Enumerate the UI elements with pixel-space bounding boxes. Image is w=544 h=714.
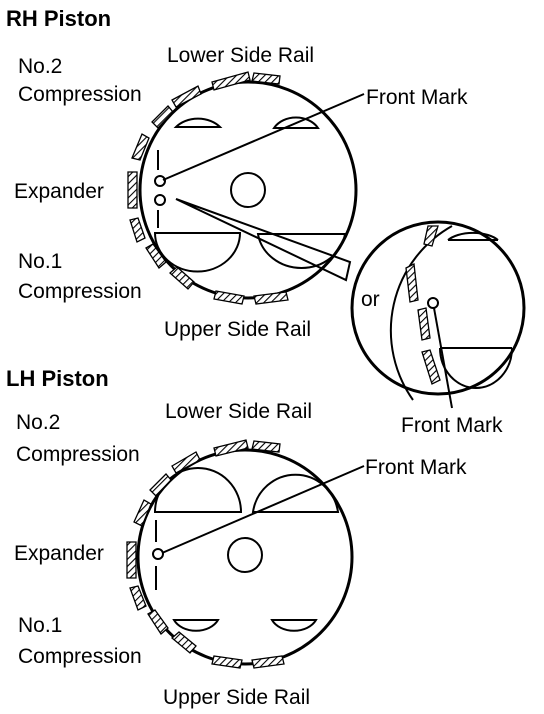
rh-inset-seg-2 bbox=[405, 263, 419, 303]
lh-upper-rail-seg-1 bbox=[211, 655, 243, 669]
rh-upper-side-rail-label: Upper Side Rail bbox=[164, 318, 311, 341]
lh-expander-seg-1 bbox=[133, 499, 152, 527]
rh-center-boss bbox=[230, 172, 266, 208]
rh-inset-recess-top bbox=[447, 231, 499, 241]
rh-expander-seg-3 bbox=[129, 217, 146, 243]
rh-magnifier-wedge bbox=[175, 198, 352, 282]
rh-no2-seg-2 bbox=[151, 105, 174, 129]
lh-valve-recess-top-right bbox=[251, 473, 340, 513]
rh-inset-seg-4 bbox=[421, 349, 441, 385]
lh-lower-side-rail-label: Lower Side Rail bbox=[165, 400, 312, 423]
rh-lower-rail-seg-2 bbox=[251, 72, 281, 85]
lh-piston-group: LH Piston Lower Side Rail No.2 Compressi… bbox=[6, 366, 467, 709]
lh-valve-recess-bottom-left bbox=[172, 619, 220, 632]
rh-front-mark-dot bbox=[154, 175, 166, 187]
rh-front-mark-leader bbox=[162, 93, 365, 181]
lh-no2-seg-1 bbox=[171, 451, 201, 474]
lh-lower-rail-seg-1 bbox=[213, 439, 249, 457]
lh-no2-seg-2 bbox=[149, 473, 172, 497]
rh-alt-front-mark-dot bbox=[154, 194, 166, 206]
lh-no1-seg-2 bbox=[170, 631, 197, 654]
rh-valve-recess-top-left bbox=[173, 117, 223, 128]
rh-front-mark-label: Front Mark bbox=[366, 86, 468, 109]
rh-inset-front-mark-leader bbox=[433, 307, 453, 409]
rh-piston-crown bbox=[138, 80, 358, 300]
lh-front-mark-dot bbox=[152, 548, 164, 560]
rh-no1-seg-2 bbox=[169, 266, 195, 290]
rh-hatched-rings bbox=[127, 71, 289, 305]
rh-expander-seg-2 bbox=[127, 171, 138, 209]
rh-no1-seg-1 bbox=[145, 243, 167, 269]
lh-expander-seg-3 bbox=[129, 585, 147, 611]
rh-inset-seg-1 bbox=[423, 225, 439, 247]
lh-valve-recess-top-left bbox=[153, 467, 243, 513]
lh-piston-crown bbox=[136, 448, 354, 666]
lh-no1-seg-1 bbox=[147, 609, 169, 635]
rh-valve-recess-bottom-right bbox=[256, 233, 347, 269]
lh-upper-side-rail-label: Upper Side Rail bbox=[163, 686, 310, 709]
lh-center-boss bbox=[227, 537, 263, 573]
rh-valve-recess-bottom-left bbox=[153, 232, 242, 273]
rh-valve-recess-top-right bbox=[272, 116, 320, 129]
lh-no1-label: No.1 bbox=[18, 614, 62, 637]
rh-no2-seg-1 bbox=[171, 85, 202, 108]
lh-no2-compression-label: Compression bbox=[16, 443, 140, 466]
lh-front-mark-leader bbox=[161, 465, 365, 554]
rh-no1-label: No.1 bbox=[18, 250, 62, 273]
rh-no2-label: No.2 bbox=[18, 55, 62, 78]
rh-inset-seg-3 bbox=[417, 307, 431, 341]
lh-piston-outline bbox=[136, 448, 354, 666]
lh-front-mark-label: Front Mark bbox=[365, 456, 467, 479]
lh-expander-label: Expander bbox=[14, 542, 104, 565]
lh-expander-seg-2 bbox=[126, 541, 137, 579]
rh-lower-side-rail-label: Lower Side Rail bbox=[167, 44, 314, 67]
lh-no1-compression-label: Compression bbox=[18, 645, 142, 668]
rh-upper-rail-seg-2 bbox=[253, 291, 289, 305]
rh-upper-rail-seg-1 bbox=[213, 290, 245, 305]
lh-lower-rail-seg-2 bbox=[251, 440, 281, 453]
rh-inset-front-mark-label: Front Mark bbox=[401, 414, 503, 437]
rh-inset-front-mark-dot bbox=[427, 297, 439, 309]
lh-valve-recess-bottom-right bbox=[270, 619, 318, 632]
rh-inset-outline bbox=[350, 220, 526, 396]
rh-no2-compression-label: Compression bbox=[18, 83, 142, 106]
rh-lower-rail-seg-1 bbox=[211, 71, 251, 91]
rh-piston-group: RH Piston Lower Side Rail No.2 Compressi… bbox=[6, 6, 526, 437]
rh-piston-outline bbox=[138, 80, 358, 300]
lh-no2-label: No.2 bbox=[16, 411, 60, 434]
lh-piston-title: LH Piston bbox=[6, 366, 109, 391]
lh-hatched-rings bbox=[126, 439, 285, 669]
rh-expander-label: Expander bbox=[14, 180, 104, 203]
rh-piston-title: RH Piston bbox=[6, 6, 111, 31]
rh-or-label: or bbox=[361, 288, 380, 311]
rh-no1-compression-label: Compression bbox=[18, 280, 142, 303]
rh-expander-seg-1 bbox=[131, 133, 150, 161]
lh-upper-rail-seg-2 bbox=[251, 655, 285, 669]
rh-inset-detail: or Front Mark bbox=[350, 220, 526, 437]
